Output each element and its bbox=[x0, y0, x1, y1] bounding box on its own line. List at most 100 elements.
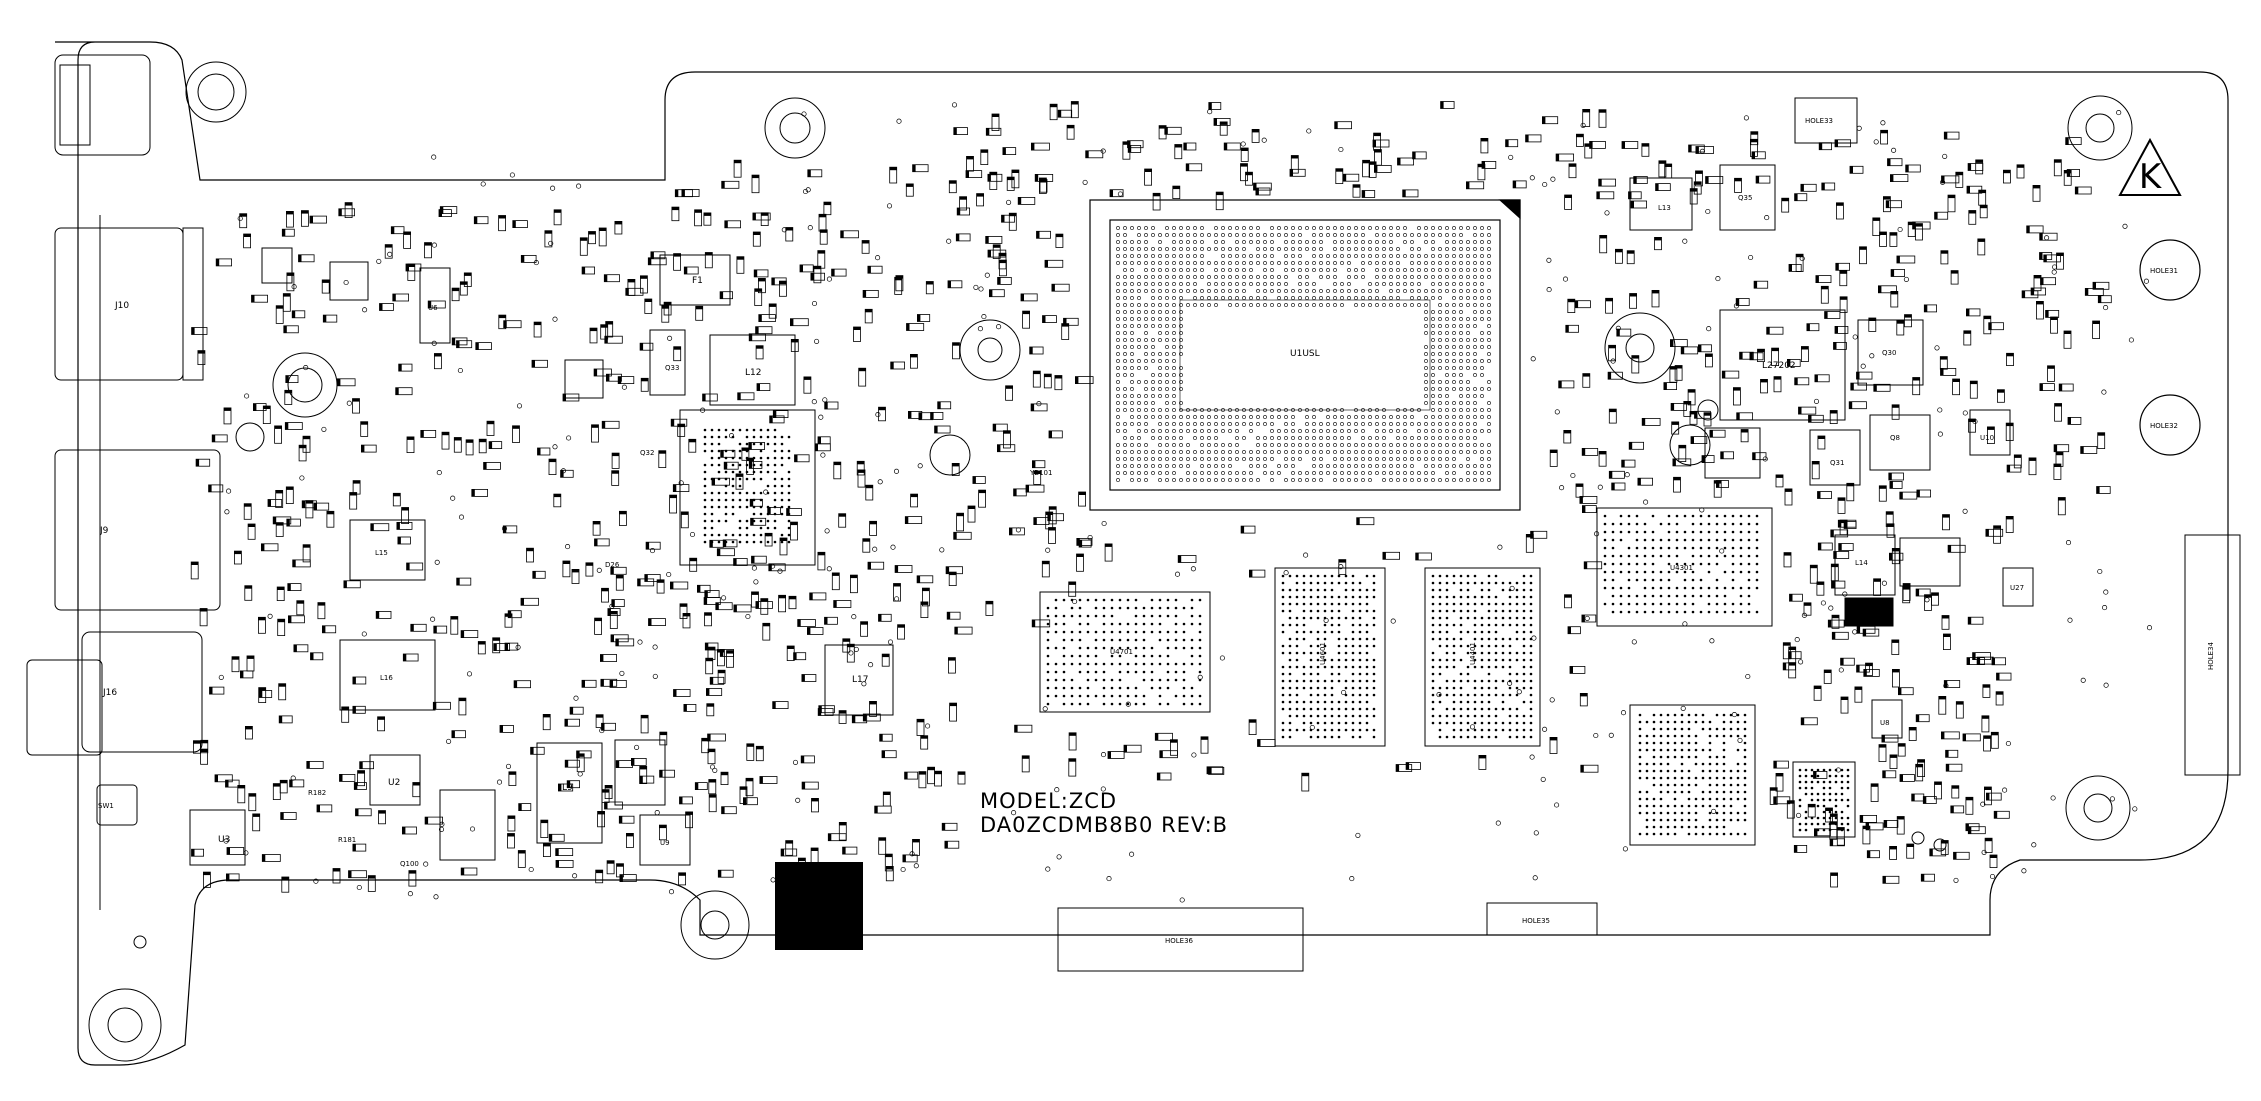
bga-ball bbox=[1309, 595, 1313, 599]
bga-ball bbox=[766, 540, 770, 544]
cpu-ball bbox=[1242, 275, 1246, 279]
bga-ball bbox=[1466, 588, 1470, 592]
cpu-ball bbox=[1151, 247, 1155, 251]
bga-ball bbox=[1722, 755, 1726, 759]
cpu-ball bbox=[1375, 443, 1379, 447]
bga-ball bbox=[1459, 707, 1463, 711]
smd-pad bbox=[1884, 820, 1888, 828]
cpu-ball bbox=[1221, 415, 1225, 419]
cpu-ball bbox=[1235, 436, 1239, 440]
bga-ball bbox=[1683, 514, 1687, 518]
smd-pad bbox=[999, 253, 1006, 257]
cpu-ball bbox=[1319, 457, 1323, 461]
cpu-ball bbox=[1249, 240, 1253, 244]
smd-pad bbox=[2006, 516, 2014, 520]
bga-ball bbox=[1715, 783, 1719, 787]
bga-ball bbox=[1372, 658, 1376, 662]
cpu-ball bbox=[1179, 254, 1183, 258]
cpu-ball bbox=[1382, 471, 1386, 475]
smd-pad bbox=[1873, 384, 1877, 392]
cpu-ball bbox=[1242, 226, 1246, 230]
cpu-ball bbox=[1417, 408, 1421, 412]
cpu-ball bbox=[1214, 478, 1218, 482]
bga-ball bbox=[1666, 825, 1670, 829]
smd-pad bbox=[286, 272, 294, 276]
smd-pad bbox=[1948, 195, 1955, 199]
bga-ball bbox=[1494, 637, 1498, 641]
cpu-ball bbox=[1466, 457, 1470, 461]
bga-ball bbox=[1666, 734, 1670, 738]
cpu-ball bbox=[1326, 408, 1330, 412]
smd-pad bbox=[1362, 190, 1366, 198]
bga-ball bbox=[1309, 609, 1313, 613]
smd-pad bbox=[1220, 121, 1228, 125]
cpu-ball bbox=[1249, 268, 1253, 272]
bga-ball bbox=[1431, 616, 1435, 620]
smd-pad bbox=[1672, 458, 1676, 466]
bga-ball bbox=[1078, 702, 1082, 706]
cpu-ball bbox=[1130, 394, 1134, 398]
cpu-ball bbox=[1256, 436, 1260, 440]
smd-pad bbox=[1996, 691, 2004, 695]
smd-pad bbox=[1157, 773, 1161, 780]
smd-pad bbox=[452, 288, 460, 292]
bga-ball bbox=[1459, 700, 1463, 704]
bga-ball bbox=[1508, 665, 1512, 669]
bga-ball bbox=[1142, 670, 1146, 674]
cpu-ball bbox=[1277, 450, 1281, 454]
bga-ball bbox=[1344, 651, 1348, 655]
bga-ball bbox=[703, 519, 707, 523]
smd-pad bbox=[599, 228, 607, 231]
bga-ball bbox=[1358, 665, 1362, 669]
bga-ball bbox=[1110, 614, 1114, 618]
smd-pad bbox=[1480, 138, 1488, 142]
smd-pad bbox=[376, 611, 380, 619]
bga-ball bbox=[1054, 622, 1058, 626]
bga-ball bbox=[1281, 679, 1285, 683]
cpu-ball bbox=[1445, 233, 1449, 237]
bga-ball bbox=[1445, 574, 1449, 578]
bga-ball bbox=[1522, 581, 1526, 585]
bga-ball bbox=[1302, 588, 1306, 592]
smd-pad bbox=[818, 436, 821, 444]
smd-pad bbox=[840, 230, 844, 238]
smd-pad bbox=[802, 782, 806, 790]
smd-pad bbox=[1871, 783, 1879, 787]
cpu-ball-grid bbox=[1116, 226, 1491, 482]
smd-pad bbox=[1817, 491, 1821, 499]
cpu-ball bbox=[1144, 310, 1148, 314]
bga-ball bbox=[1316, 588, 1320, 592]
smd-pad bbox=[314, 503, 317, 511]
bga-ball bbox=[717, 428, 721, 432]
bga-ball bbox=[1694, 734, 1698, 738]
smd-pad bbox=[2039, 252, 2043, 260]
smd-pad bbox=[862, 240, 870, 244]
cpu-ball bbox=[1410, 254, 1414, 258]
smd-pad bbox=[323, 315, 327, 323]
cpu-ball bbox=[1452, 226, 1456, 230]
cpu-ball bbox=[1403, 457, 1407, 461]
bga-ball bbox=[1659, 741, 1663, 745]
smd-pad bbox=[706, 688, 710, 696]
cpu-ball bbox=[1291, 240, 1295, 244]
cpu-ball bbox=[1116, 394, 1120, 398]
cpu-ball bbox=[1214, 275, 1218, 279]
cpu-ball bbox=[1361, 415, 1365, 419]
smd-pad bbox=[688, 439, 696, 443]
smd-pad bbox=[1911, 794, 1915, 801]
bga-ball bbox=[1652, 825, 1656, 829]
bga-ball bbox=[1755, 538, 1759, 542]
smd-pad bbox=[878, 614, 882, 622]
bga-ball bbox=[1529, 630, 1533, 634]
bga-ball bbox=[1309, 707, 1313, 711]
smd-pad bbox=[724, 462, 728, 470]
cpu-ball bbox=[1151, 338, 1155, 342]
bga-ball bbox=[1372, 595, 1376, 599]
bga-ball bbox=[1330, 672, 1334, 676]
bga-ball bbox=[1515, 672, 1519, 676]
smd-pad bbox=[1987, 426, 1995, 430]
bga-ball bbox=[1643, 562, 1647, 566]
bga-ball bbox=[1281, 574, 1285, 578]
smd-pad bbox=[1891, 269, 1895, 277]
bga-ball bbox=[1190, 694, 1194, 698]
